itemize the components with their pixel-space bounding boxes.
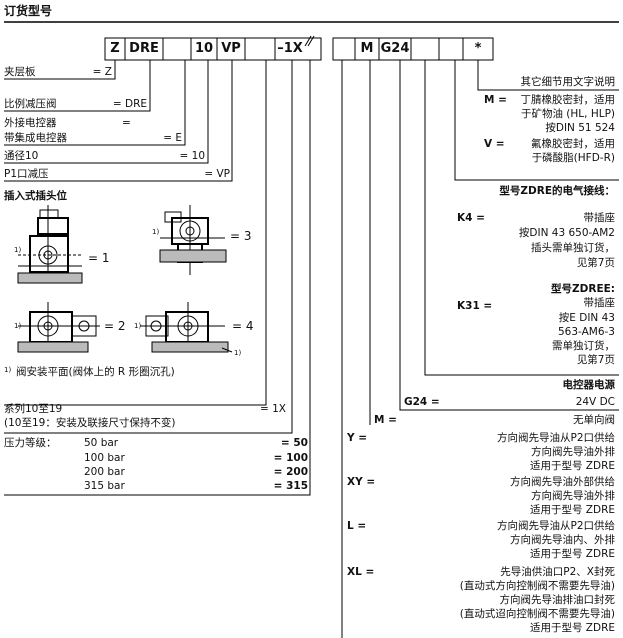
plug-position-4: = 4 bbox=[232, 319, 254, 333]
plug-position-3: = 3 bbox=[230, 229, 252, 243]
page-title: 订货型号 bbox=[4, 4, 53, 18]
fig-mark-3: 1) bbox=[152, 228, 160, 236]
pilot-l-key: L = bbox=[347, 520, 367, 532]
fig-mark-1: 1) bbox=[14, 246, 22, 254]
fig-mark-2: 1) bbox=[14, 322, 22, 330]
g24-key: G24 = bbox=[404, 396, 440, 408]
pilot-xl-key: XL = bbox=[347, 566, 375, 578]
series-note: (10至19：安装及联接尺寸保持不变) bbox=[4, 417, 176, 429]
seal-v-line-1: 氟橡胶密封，适用 bbox=[531, 138, 615, 150]
series-label: 系列10至19 bbox=[4, 403, 63, 415]
k31-line-3: 563-AM6-3 bbox=[558, 326, 615, 338]
ext-controller-label: 外接电控器 bbox=[4, 117, 57, 129]
pilot-y-line-2: 方向阀先导油外排 bbox=[531, 446, 615, 458]
plug-position-2: = 2 bbox=[104, 319, 126, 333]
code-box-port: VP bbox=[221, 41, 241, 56]
pressure-code-50: = 50 bbox=[280, 437, 308, 449]
valve-label: 比例减压阀 bbox=[4, 98, 57, 110]
plate-label: 夹层板 bbox=[4, 66, 36, 78]
seal-m-line-1: 丁腈橡胶密封，适用 bbox=[520, 94, 616, 106]
p1-code: = VP bbox=[204, 168, 230, 180]
zdree-title: 型号ZDREE: bbox=[551, 283, 615, 295]
int-controller-code: = E bbox=[163, 132, 182, 144]
plate-code: = Z bbox=[92, 66, 112, 78]
pressure-value-315: 315 bar bbox=[84, 480, 125, 492]
fig-mark-4: 1) bbox=[134, 322, 142, 330]
pilot-l-line-2: 方向阀先导油内、外排 bbox=[510, 534, 615, 546]
k4-key: K4 = bbox=[457, 212, 485, 224]
p1-label: P1口减压 bbox=[4, 168, 49, 180]
zdre-connection-title: 型号ZDRE的电气接线： bbox=[499, 185, 615, 197]
plug-position-title: 插入式插头位 bbox=[4, 190, 67, 202]
code-box-power: G24 bbox=[380, 41, 410, 56]
pilot-l-line-3: 适用于型号 ZDRE bbox=[529, 548, 615, 560]
pressure-value-100: 100 bar bbox=[84, 452, 125, 464]
code-box-check: M bbox=[360, 41, 374, 56]
pressure-title: 压力等级： bbox=[4, 437, 57, 449]
code-box-other: * bbox=[474, 41, 482, 56]
int-controller-label: 带集成电控器 bbox=[4, 132, 67, 144]
pilot-xl-line-1: 先导油供油口P2、X封死 bbox=[500, 566, 615, 578]
k31-line-2: 按E DIN 43 bbox=[558, 312, 615, 324]
pilot-xl-line-5: 适用于型号 ZDRE bbox=[529, 622, 615, 634]
check-m-key: M = bbox=[374, 414, 397, 426]
k4-line-4: 见第7页 bbox=[576, 257, 615, 269]
k31-key: K31 = bbox=[457, 300, 493, 312]
pilot-l-line-1: 方向阀先导油从P2口供给 bbox=[496, 520, 615, 532]
k31-line-4: 需单独订货， bbox=[552, 340, 615, 352]
pilot-xy-line-2: 方向阀先导油外排 bbox=[531, 490, 615, 502]
k4-line-1: 带插座 bbox=[583, 212, 616, 224]
seal-v-key: V = bbox=[484, 138, 505, 150]
k4-line-2: 按DIN 43 650-AM2 bbox=[518, 227, 615, 239]
series-code: = 1X bbox=[259, 403, 286, 415]
seal-m-key: M = bbox=[484, 94, 507, 106]
g24-value: 24V DC bbox=[575, 396, 615, 408]
pressure-value-50: 50 bar bbox=[84, 437, 119, 449]
code-box-valve: DRE bbox=[129, 41, 159, 56]
pressure-code-200: = 200 bbox=[273, 466, 308, 478]
k31-line-1: 带插座 bbox=[583, 297, 616, 309]
footnote-mark: 1) bbox=[4, 366, 12, 374]
code-box-size: 10 bbox=[194, 41, 214, 56]
pilot-y-line-1: 方向阀先导油从P2口供给 bbox=[496, 432, 615, 444]
fig-mark-4b: 1) bbox=[234, 349, 242, 357]
pressure-code-315: = 315 bbox=[273, 480, 308, 492]
footnote-text: 阀安装平面(阀体上的 R 形圈沉孔) bbox=[16, 366, 175, 378]
pilot-y-key: Y = bbox=[347, 432, 368, 444]
valve-code: = DRE bbox=[112, 98, 147, 110]
pressure-code-100: = 100 bbox=[273, 452, 308, 464]
seal-v-line-2: 于磷酸脂(HFD-R) bbox=[531, 152, 615, 164]
power-title: 电控器电源 bbox=[562, 379, 616, 391]
pilot-xy-line-1: 方向阀先导油外部供给 bbox=[510, 476, 615, 488]
seal-m-line-2: 于矿物油 (HL, HLP) bbox=[520, 108, 615, 120]
check-m-value: 无单向阀 bbox=[573, 414, 615, 426]
seal-m-line-3: 按DIN 51 524 bbox=[545, 122, 615, 134]
size-code: = 10 bbox=[179, 150, 206, 162]
pilot-xy-line-3: 适用于型号 ZDRE bbox=[529, 504, 615, 516]
pilot-y-line-3: 适用于型号 ZDRE bbox=[529, 460, 615, 472]
size-label: 通径10 bbox=[4, 150, 39, 162]
k31-line-5: 见第7页 bbox=[576, 354, 615, 366]
plug-position-1: = 1 bbox=[88, 251, 110, 265]
pilot-xl-line-2: (直动式方向控制阀不需要先导油) bbox=[459, 580, 615, 592]
pilot-xl-line-3: 方向阀先导油排油口封死 bbox=[499, 594, 616, 606]
code-box-plate: Z bbox=[110, 41, 120, 56]
k4-line-3: 插头需单独订货， bbox=[531, 242, 615, 254]
pressure-value-200: 200 bar bbox=[84, 466, 125, 478]
pilot-xy-key: XY = bbox=[347, 476, 376, 488]
pilot-xl-line-4: (直动式迢向控制阀不需要先导油) bbox=[459, 608, 615, 620]
ext-controller-code: = bbox=[122, 117, 131, 129]
other-details: 其它细节用文字说明 bbox=[520, 76, 616, 88]
code-box-series: –1X bbox=[277, 41, 303, 56]
